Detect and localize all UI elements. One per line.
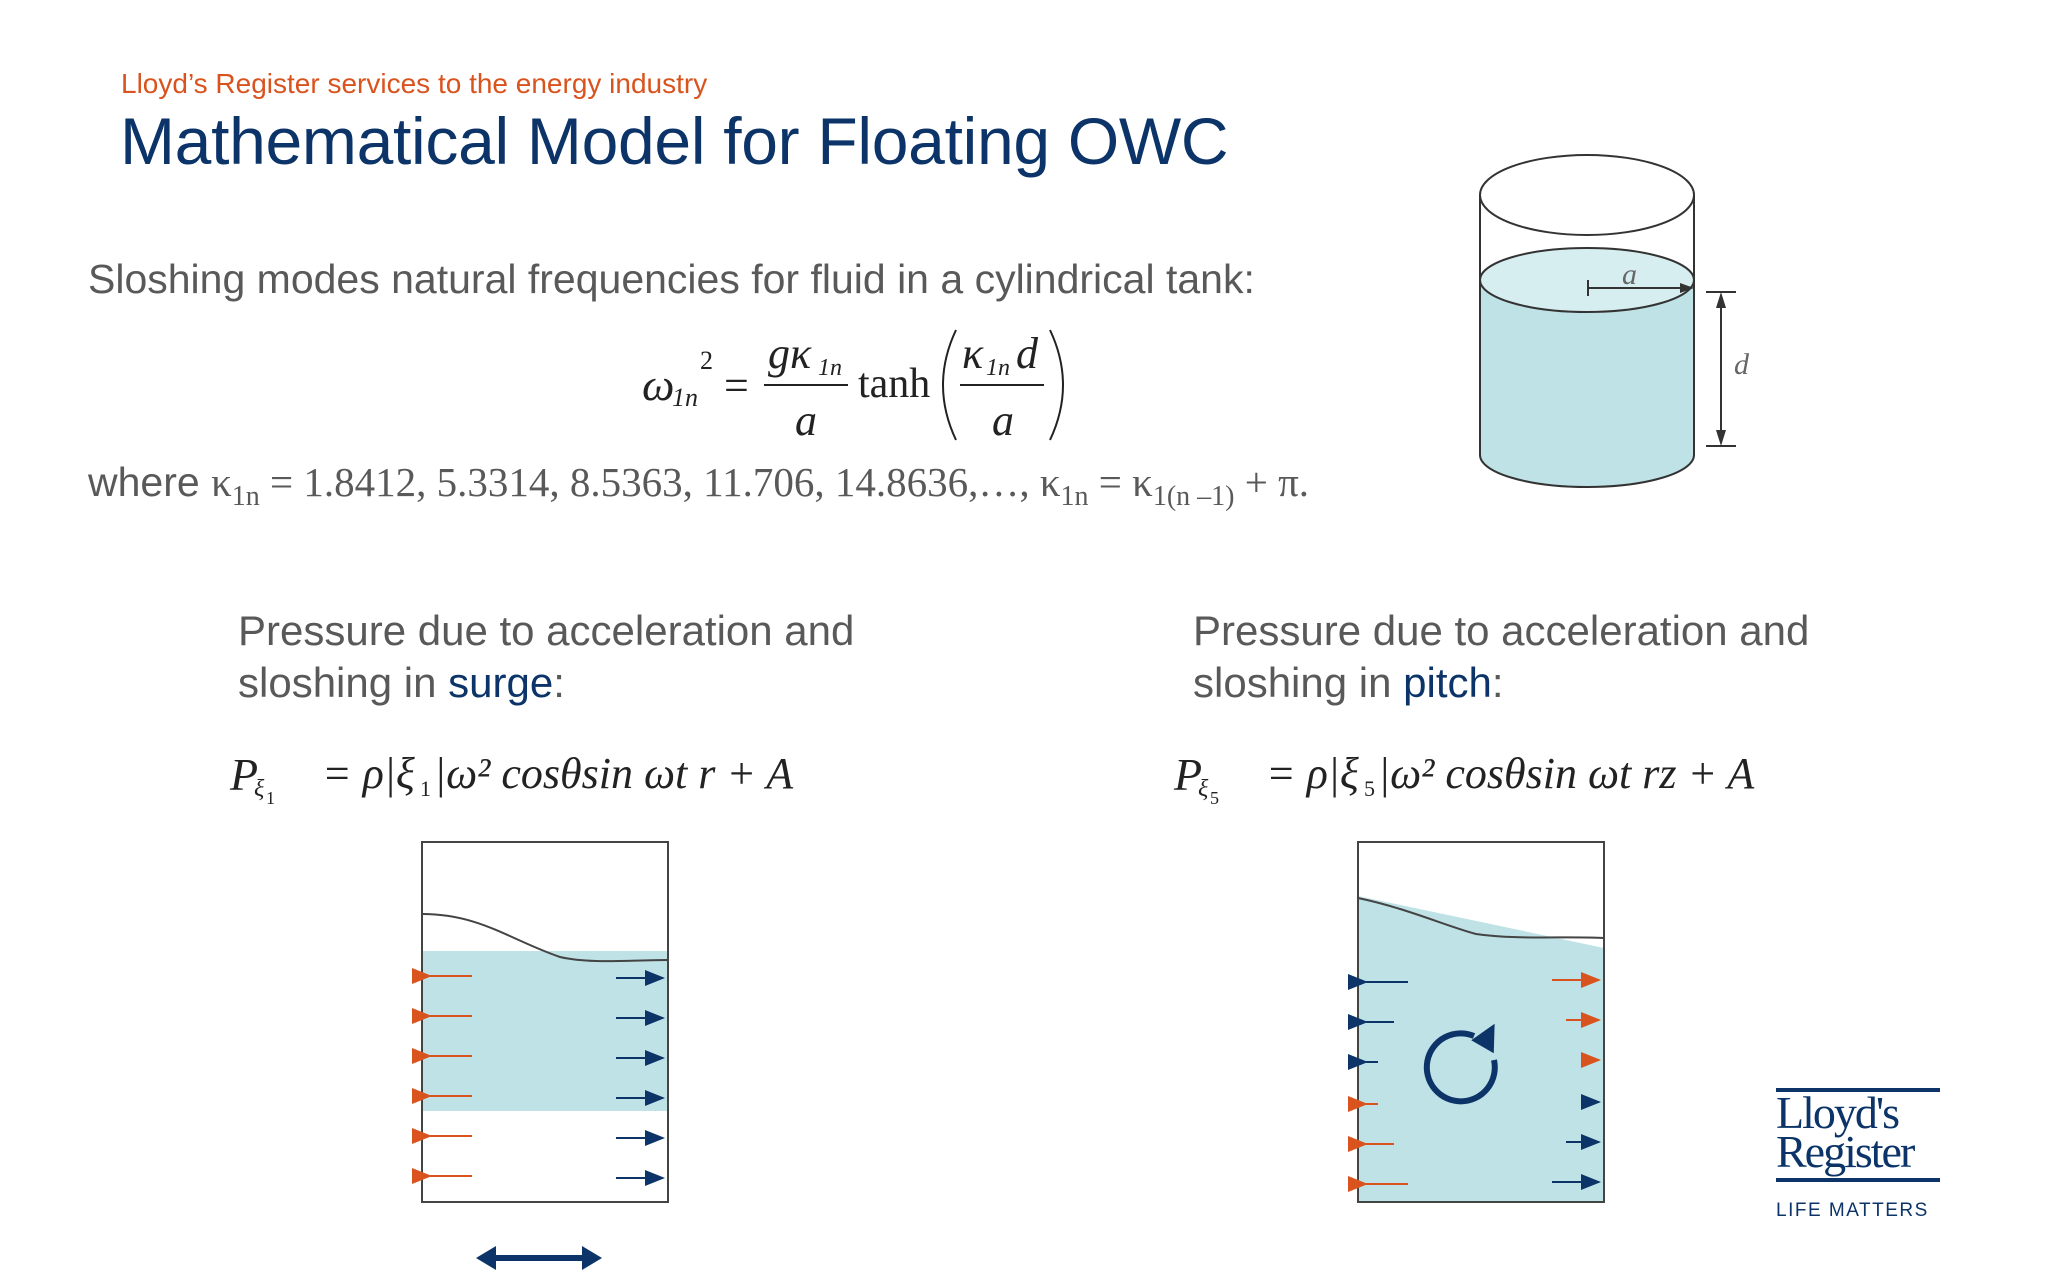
surge-eq-P: P bbox=[230, 749, 259, 800]
depth-label: d bbox=[1734, 348, 1749, 381]
pitch-left-pressure-arrows bbox=[1348, 974, 1408, 1192]
pitch-rotation-icon bbox=[1423, 1023, 1498, 1105]
pitch-eq-xi-sub: 5 bbox=[1364, 776, 1375, 801]
pitch-eq-sub: ξ bbox=[1198, 776, 1209, 802]
pitch-right-pressure-arrows bbox=[1552, 972, 1601, 1190]
logo-line2: Register bbox=[1776, 1126, 1915, 1177]
surge-caption: Pressure due to acceleration and sloshin… bbox=[238, 605, 938, 709]
kappa-eq: = bbox=[1088, 459, 1133, 505]
lloyds-register-logo: Lloyd's Register LIFE MATTERS bbox=[1776, 1088, 1946, 1248]
kappa-values-line: where κ1n = 1.8412, 5.3314, 8.5363, 11.7… bbox=[88, 458, 1309, 513]
formula-equals: = bbox=[724, 361, 749, 410]
kappa-sub-3: 1(n –1) bbox=[1152, 481, 1235, 513]
formula-num2: κ bbox=[962, 329, 984, 378]
pitch-tank-diagram bbox=[1348, 841, 1605, 1203]
intro-text: Sloshing modes natural frequencies for f… bbox=[88, 256, 1255, 302]
pitch-eq-body: = ρ|ξ bbox=[1266, 749, 1359, 798]
pitch-eq-subsub: 5 bbox=[1210, 788, 1219, 808]
pitch-caption-text: Pressure due to acceleration and sloshin… bbox=[1193, 607, 1810, 706]
kappa-values: = 1.8412, 5.3314, 8.5363, 11.706, 14.863… bbox=[259, 459, 1040, 505]
pitch-eq-tail: |ω² cosθsin ωt rz + A bbox=[1378, 749, 1755, 798]
tank-top-rim bbox=[1479, 154, 1695, 236]
radius-label: a bbox=[1622, 258, 1637, 291]
header-subtitle: Lloyd’s Register services to the energy … bbox=[121, 68, 708, 99]
surge-keyword: surge bbox=[448, 659, 554, 706]
pitch-free-surface bbox=[1357, 897, 1605, 939]
kappa-sub: 1n bbox=[231, 481, 260, 513]
cylindrical-tank-diagram bbox=[1479, 154, 1736, 488]
surge-eq-subsub: 1 bbox=[266, 788, 275, 808]
kappa-symbol-2: κ bbox=[1039, 459, 1061, 505]
logo-line1: Lloyd's bbox=[1776, 1087, 1900, 1138]
surge-motion-arrow bbox=[476, 1246, 602, 1270]
formula-num1-sub: 1n bbox=[818, 355, 842, 381]
pitch-eq-P: P bbox=[1174, 749, 1203, 800]
surge-right-pressure-arrows bbox=[616, 970, 665, 1186]
tank-bottom bbox=[1479, 454, 1695, 488]
logo-tagline: LIFE MATTERS bbox=[1776, 1200, 1929, 1221]
depth-arrow bbox=[1706, 291, 1736, 447]
logo-top-rule bbox=[1776, 1088, 1940, 1092]
formula-tanh: tanh bbox=[858, 361, 931, 407]
formula-num2-tail: d bbox=[1016, 329, 1038, 378]
formula-den1: a bbox=[795, 396, 817, 445]
formula-num1: gκ bbox=[768, 329, 812, 378]
pitch-water bbox=[1358, 896, 1604, 1202]
surge-caption-text: Pressure due to acceleration and sloshin… bbox=[238, 607, 855, 706]
formula-omega: ω bbox=[642, 359, 675, 410]
kappa-symbol-3: κ bbox=[1132, 459, 1153, 505]
kappa-sub-2: 1n bbox=[1060, 481, 1089, 513]
kappa-tail: + π. bbox=[1234, 459, 1310, 505]
pitch-keyword: pitch bbox=[1403, 659, 1492, 706]
radius-arrow bbox=[1587, 280, 1694, 296]
where-lead: where bbox=[88, 459, 212, 505]
surge-tank-diagram bbox=[412, 841, 669, 1270]
page-title: Mathematical Model for Floating OWC bbox=[120, 104, 1229, 178]
logo-bottom-rule bbox=[1776, 1178, 1940, 1182]
surge-eq-body: = ρ|ξ bbox=[322, 749, 415, 798]
formula-omega-sub: 1n bbox=[672, 383, 698, 412]
formula-num2-sub: 1n bbox=[986, 355, 1010, 381]
formula-den2: a bbox=[992, 396, 1014, 445]
kappa-symbol: κ bbox=[211, 459, 232, 505]
surge-eq-xi-sub: 1 bbox=[420, 776, 431, 801]
surge-left-pressure-arrows bbox=[412, 968, 472, 1184]
pitch-caption-colon: : bbox=[1491, 659, 1504, 706]
formula-omega-sup: 2 bbox=[700, 346, 713, 375]
tank-water bbox=[1479, 247, 1695, 487]
surge-eq-sub: ξ bbox=[254, 776, 265, 802]
surge-caption-colon: : bbox=[553, 659, 565, 706]
surge-eq-tail: |ω² cosθsin ωt r + A bbox=[434, 749, 794, 798]
surge-free-surface bbox=[421, 913, 669, 963]
pitch-caption: Pressure due to acceleration and sloshin… bbox=[1193, 605, 1893, 709]
